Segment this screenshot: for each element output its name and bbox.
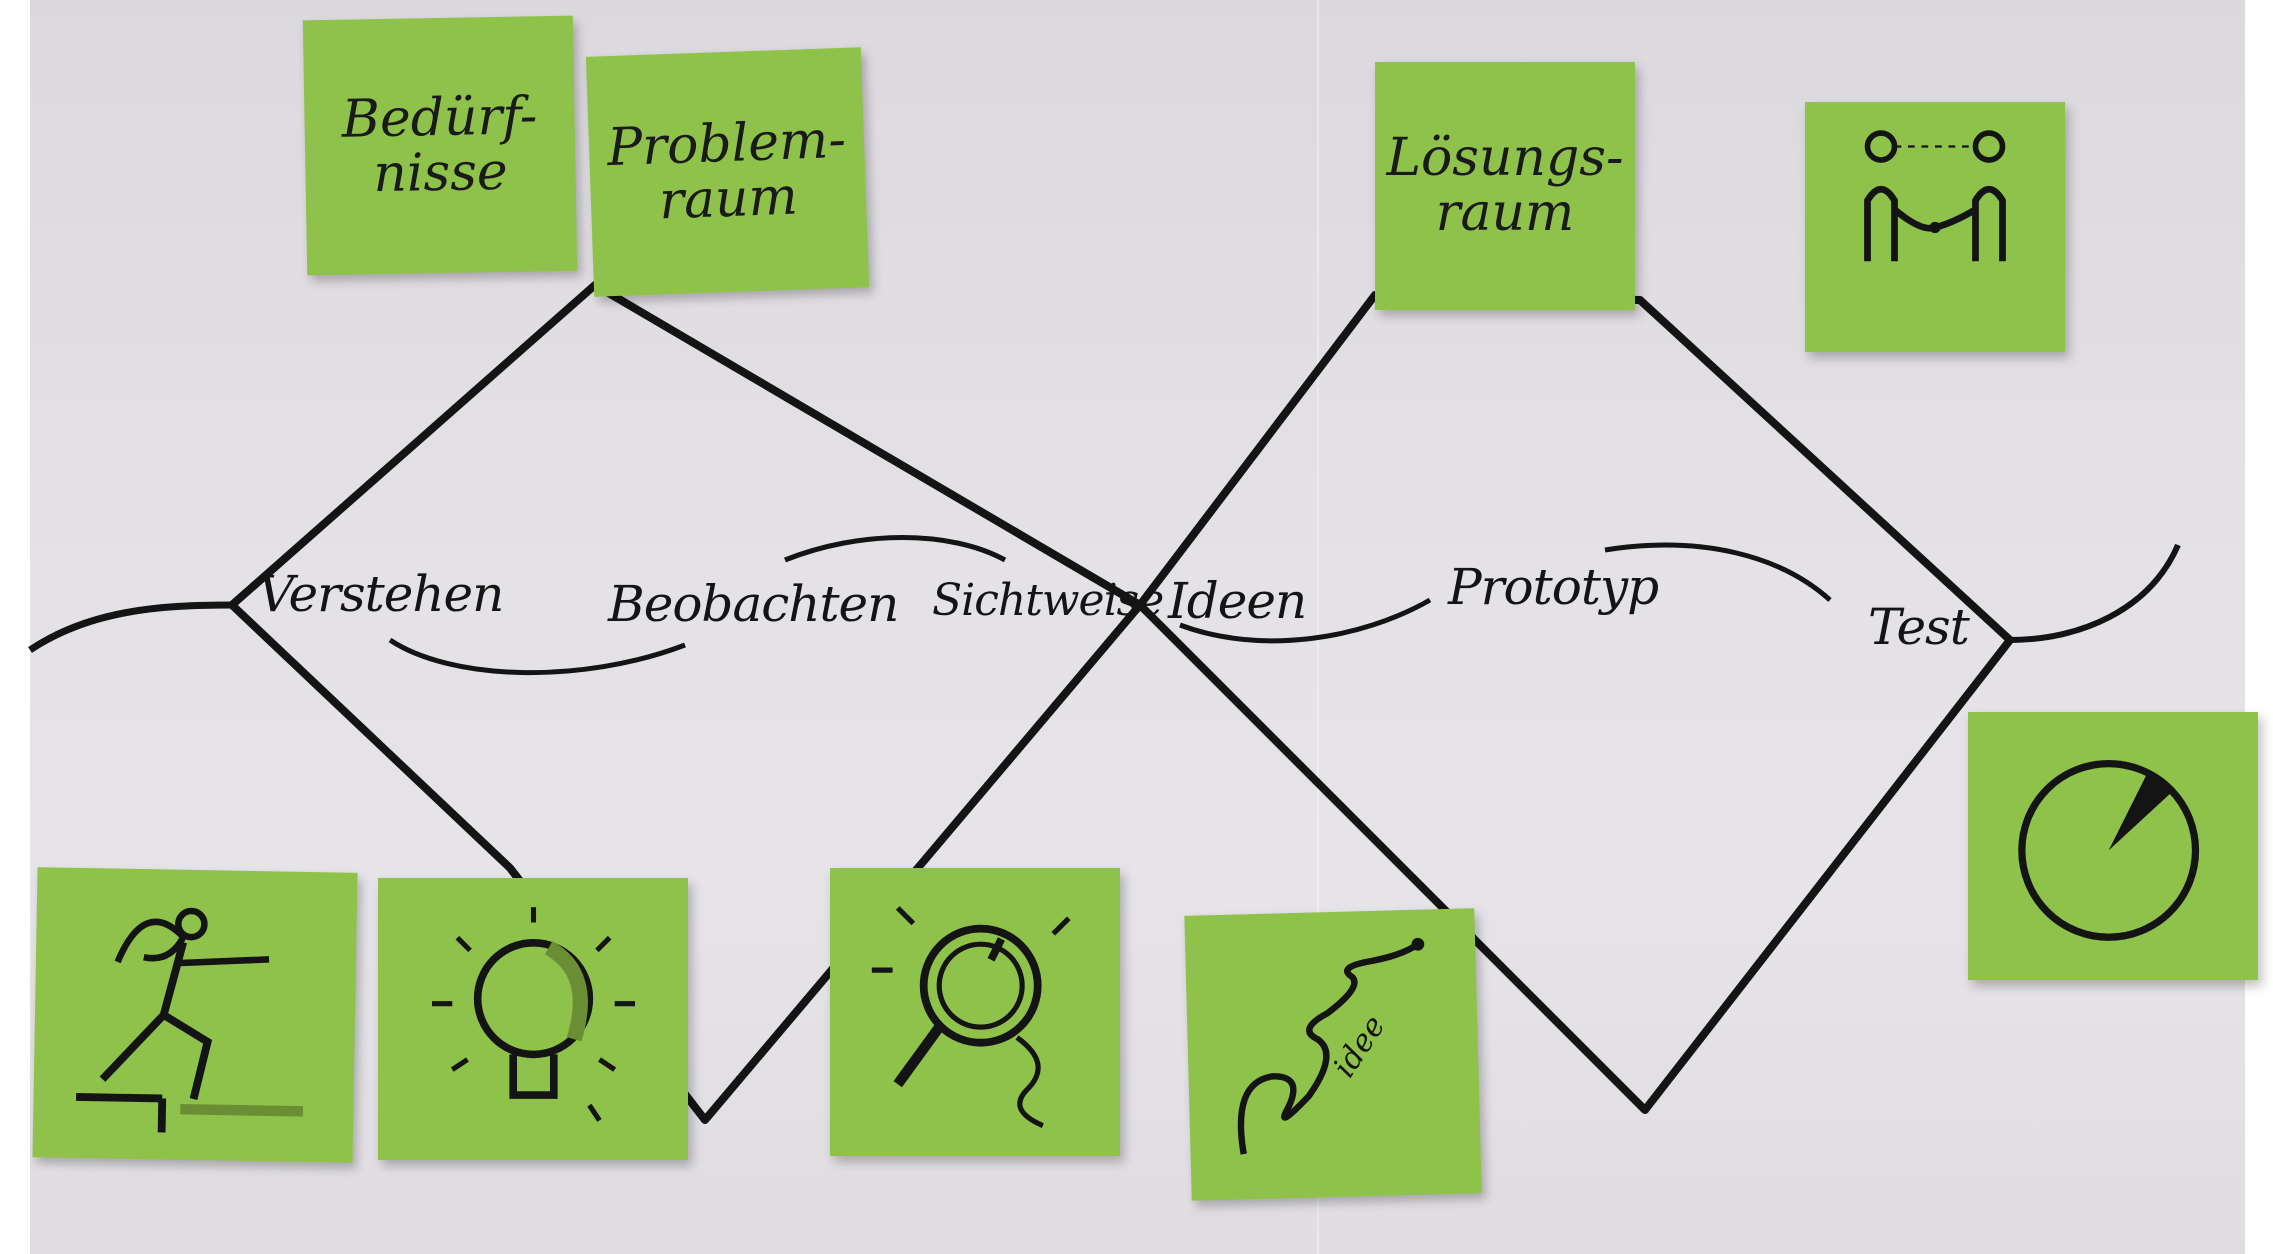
note-running	[32, 867, 358, 1163]
entry-line	[28, 601, 233, 653]
curve-4	[1604, 542, 1832, 602]
note-ideas: idee	[1184, 908, 1482, 1201]
note-pie	[1968, 712, 2258, 980]
phase-beobachten: Beobachten	[608, 575, 899, 633]
phase-test: Test	[1868, 598, 1970, 656]
note-beduerfnisse-text: Bedürf- nisse	[341, 86, 538, 204]
svg-text:idee: idee	[1326, 1009, 1392, 1084]
note-problemraum: Problem- raum	[585, 47, 870, 297]
diamond-one	[229, 281, 1144, 1124]
running-person-icon	[76, 907, 304, 1132]
note-handshake	[1805, 102, 2065, 352]
light-bulb-icon	[431, 907, 635, 1122]
note-bulb	[378, 878, 688, 1160]
phase-verstehen: Verstehen	[258, 565, 504, 623]
note-beduerfnisse: Bedürf- nisse	[302, 15, 578, 276]
exit-line	[2009, 543, 2181, 643]
note-magnifier	[830, 868, 1120, 1156]
curve-2	[784, 535, 1007, 563]
note-loesungsraum: Lösungs- raum	[1375, 62, 1635, 310]
note-loesungsraum-text: Lösungs- raum	[1386, 128, 1624, 243]
phase-ideen: Ideen	[1168, 572, 1307, 630]
phase-prototyp: Prototyp	[1448, 558, 1659, 616]
handshake-icon	[1864, 129, 2006, 261]
phase-sichtweise: Sichtweise	[932, 575, 1164, 626]
idea-spiral-icon: idee	[1237, 938, 1424, 1155]
diamond-two	[1136, 291, 2014, 1114]
pie-chart-icon	[2017, 760, 2199, 942]
curve-3	[1179, 597, 1432, 644]
note-problemraum-text: Problem- raum	[606, 110, 847, 232]
magnifier-icon	[871, 906, 1071, 1129]
curve-1	[388, 637, 686, 676]
